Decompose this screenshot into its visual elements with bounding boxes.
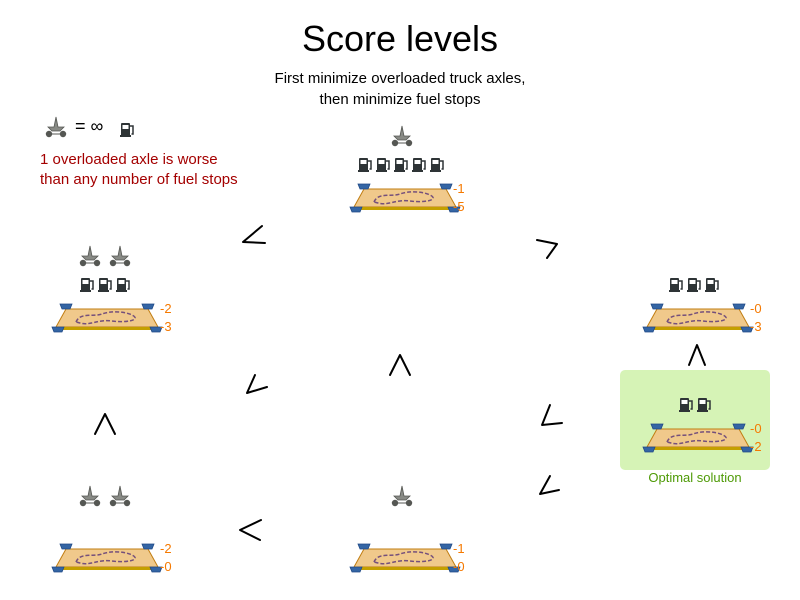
less-than-sign [541,404,563,426]
score-text: -1 -5 [453,180,465,216]
hard-score: -1 [453,181,465,196]
legend-note-line-1: 1 overloaded axle is worse [40,151,218,168]
less-than-sign [246,374,268,394]
less-than-sign [688,344,706,366]
score-text: -2 -3 [160,300,172,336]
soft-score: -5 [453,199,465,214]
legend-note: 1 overloaded axle is worse than any numb… [40,150,238,190]
soft-score: -3 [160,319,172,334]
less-than-sign [539,475,560,495]
legend-note-line-2: than any number of fuel stops [40,171,238,188]
less-than-sign [94,413,116,435]
soft-score: -2 [750,439,762,454]
subtitle-line-1: First minimize overloaded truck axles, [274,70,526,87]
score-text: -0 -3 [750,300,762,336]
optimal-label: Optimal solution [648,470,742,485]
legend-equals: = ∞ [75,116,104,136]
less-than-sign [536,239,558,259]
soft-score: -3 [750,319,762,334]
hard-score: -2 [160,301,172,316]
soft-score: -0 [453,559,465,574]
soft-score: -0 [160,559,172,574]
hard-score: -2 [160,541,172,556]
optimal-highlight [620,370,770,470]
page-title: Score levels [301,18,499,59]
less-than-sign [389,354,411,376]
hard-score: -0 [750,301,762,316]
less-than-sign [242,225,266,244]
subtitle-line-2: then minimize fuel stops [319,91,481,108]
score-text: -0 -2 [750,420,762,456]
hard-score: -0 [750,421,762,436]
score-text: -2 -0 [160,540,172,576]
hard-score: -1 [453,541,465,556]
score-text: -1 -0 [453,540,465,576]
less-than-sign [239,519,262,541]
